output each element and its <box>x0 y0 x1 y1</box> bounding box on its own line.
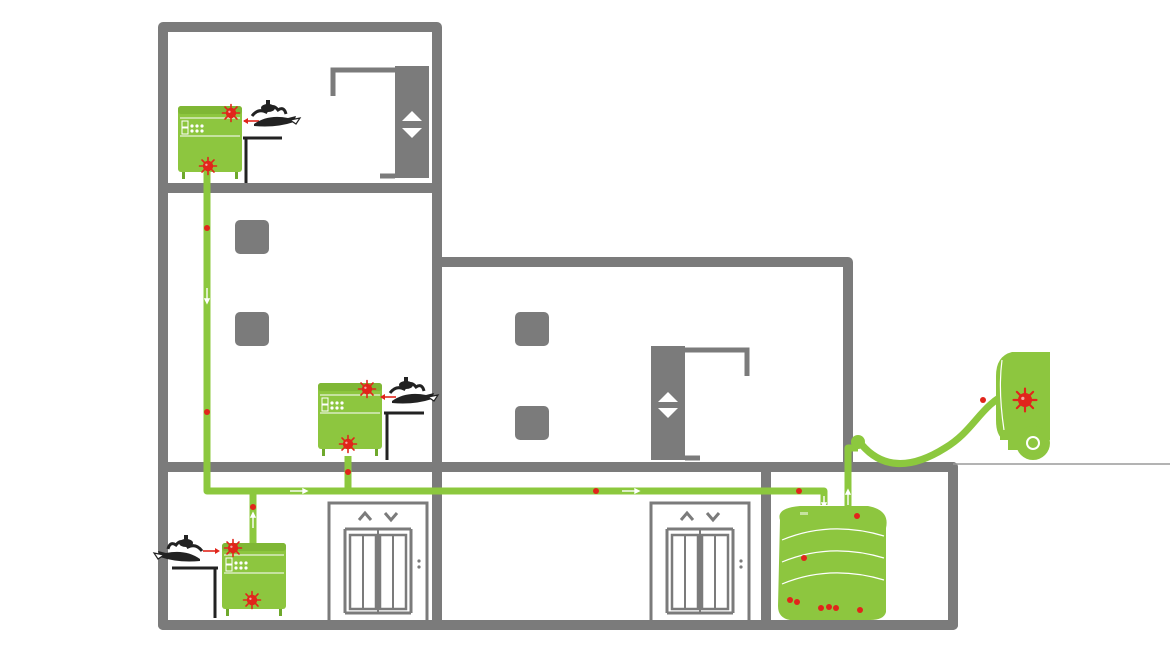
lift-call-button-icon <box>651 346 750 461</box>
elevator-doors-icon <box>649 501 751 623</box>
food-waste-disposal-unit-icon <box>177 103 259 180</box>
bacteria-particles <box>204 225 986 510</box>
truck-hose <box>855 388 1012 468</box>
sink-with-food-scraps-icon <box>243 98 302 183</box>
waste-storage-tank-icon <box>778 506 887 620</box>
food-waste-disposal-unit-icon <box>203 538 287 617</box>
vent-icon <box>235 220 269 254</box>
flow-direction-arrow-icon <box>203 288 852 528</box>
vent-icon <box>515 406 549 440</box>
tower-outline <box>158 22 442 630</box>
lift-call-button-icon <box>330 66 429 179</box>
vent-icon <box>515 312 549 346</box>
sink-with-food-scraps-icon <box>384 375 440 460</box>
wing-outline <box>432 257 853 472</box>
pipe-coupling <box>851 435 865 449</box>
vent-icon <box>235 312 269 346</box>
sink-with-food-scraps-icon <box>152 533 218 618</box>
elevator-doors-icon <box>327 501 429 623</box>
vacuum-pipe-network <box>203 172 1012 545</box>
vents <box>235 220 549 440</box>
vacuum-collection-truck-icon <box>996 352 1050 460</box>
food-waste-disposal-unit-icon <box>317 379 396 457</box>
